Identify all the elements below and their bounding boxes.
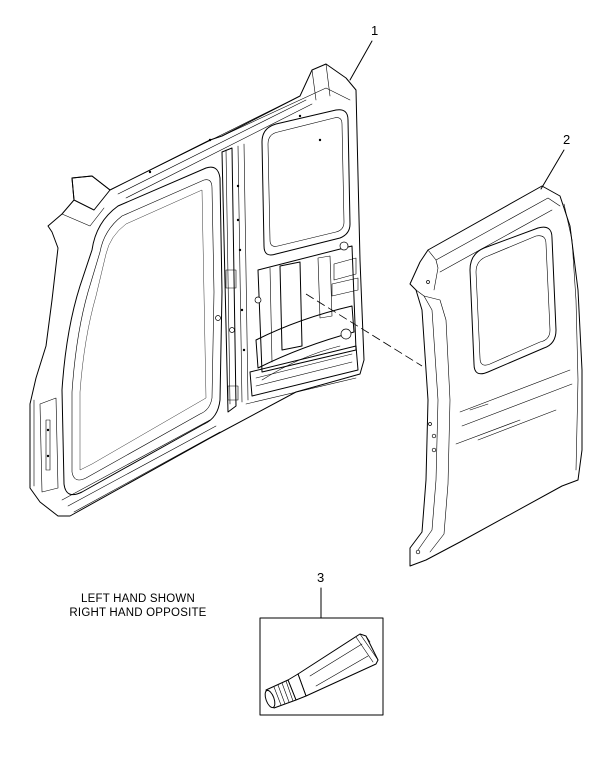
assembly-dashed-line [305,293,423,367]
note-line-2: RIGHT HAND OPPOSITE [69,607,206,619]
callout-2-label: 2 [563,132,570,147]
callout-1-label: 1 [371,23,378,38]
adhesive-tube-icon [264,633,379,709]
callout-2-leader [540,149,565,190]
inner-side-panel-icon [29,63,365,517]
outer-side-panel-icon [409,185,583,567]
item-3-frame [259,617,384,716]
callout-3-label: 3 [317,570,324,585]
note-line-1: LEFT HAND SHOWN [81,593,195,605]
callout-1-leader [349,40,373,81]
